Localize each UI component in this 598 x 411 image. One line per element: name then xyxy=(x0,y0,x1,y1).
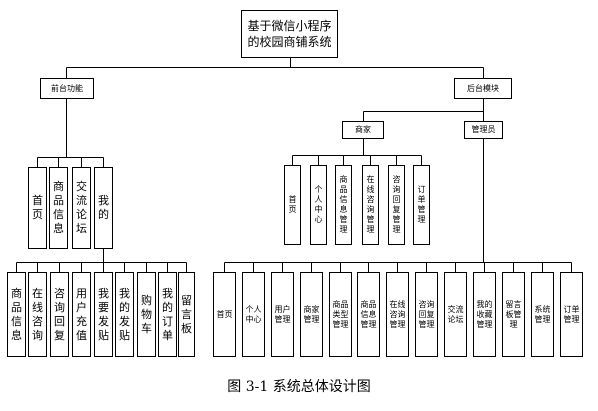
front-item-product-info: 商品信息 xyxy=(7,272,26,357)
backend-module-node: 后台模块 xyxy=(454,78,512,99)
merchant-item-product-info-mgmt: 商品信息管理 xyxy=(335,165,352,245)
merchant-item-order-mgmt: 订单管理 xyxy=(413,165,430,245)
admin-item-system-mgmt: 系统管理 xyxy=(531,272,554,357)
merchant-item-home: 首页 xyxy=(284,165,301,245)
admin-item-product-info-mgmt: 商品信息管理 xyxy=(357,272,380,357)
front-group-forum: 交流论坛 xyxy=(72,167,91,249)
admin-item-product-type-mgmt: 商品类型管理 xyxy=(329,272,352,357)
admin-item-user-mgmt: 用户管理 xyxy=(271,272,294,357)
root-node: 基于微信小程序的校园商铺系统 xyxy=(241,10,338,58)
admin-item-message-board-mgmt: 留言板管理 xyxy=(502,272,525,357)
front-group-mine: 我的 xyxy=(94,167,113,249)
front-item-message-board: 留言板 xyxy=(178,272,195,357)
merchant-item-personal-center: 个人中心 xyxy=(310,165,327,245)
front-function-node: 前台功能 xyxy=(40,78,94,99)
admin-item-personal-center: 个人中心 xyxy=(242,272,265,357)
front-item-cart: 购物车 xyxy=(137,272,156,357)
merchant-node: 商家 xyxy=(342,121,384,139)
admin-item-home: 首页 xyxy=(213,272,236,357)
front-item-post: 我要发贴 xyxy=(94,272,113,357)
admin-item-forum: 交流论坛 xyxy=(444,272,467,357)
front-item-my-orders: 我的订单 xyxy=(158,272,177,357)
front-item-online-consult: 在线咨询 xyxy=(28,272,47,357)
admin-node: 管理员 xyxy=(464,121,503,139)
merchant-item-consult-reply-mgmt: 咨询回复管理 xyxy=(388,165,405,245)
front-item-consult-reply: 咨询回复 xyxy=(50,272,69,357)
front-group-product-info: 商品信息 xyxy=(49,167,68,249)
admin-item-order-mgmt: 订单管理 xyxy=(560,272,583,357)
figure-caption: 图 3-1 系统总体设计图 xyxy=(227,379,371,395)
front-item-my-posts: 我的发贴 xyxy=(115,272,134,357)
front-item-user-recharge: 用户充值 xyxy=(72,272,91,357)
merchant-item-online-consult-mgmt: 在线咨询管理 xyxy=(362,165,379,245)
admin-item-favorites-mgmt: 我的收藏管理 xyxy=(473,272,496,357)
front-group-home: 首页 xyxy=(28,167,47,249)
admin-item-consult-reply-mgmt: 咨询回复管理 xyxy=(415,272,438,357)
admin-item-online-consult-mgmt: 在线咨询管理 xyxy=(386,272,409,357)
admin-item-merchant-mgmt: 商家管理 xyxy=(300,272,323,357)
